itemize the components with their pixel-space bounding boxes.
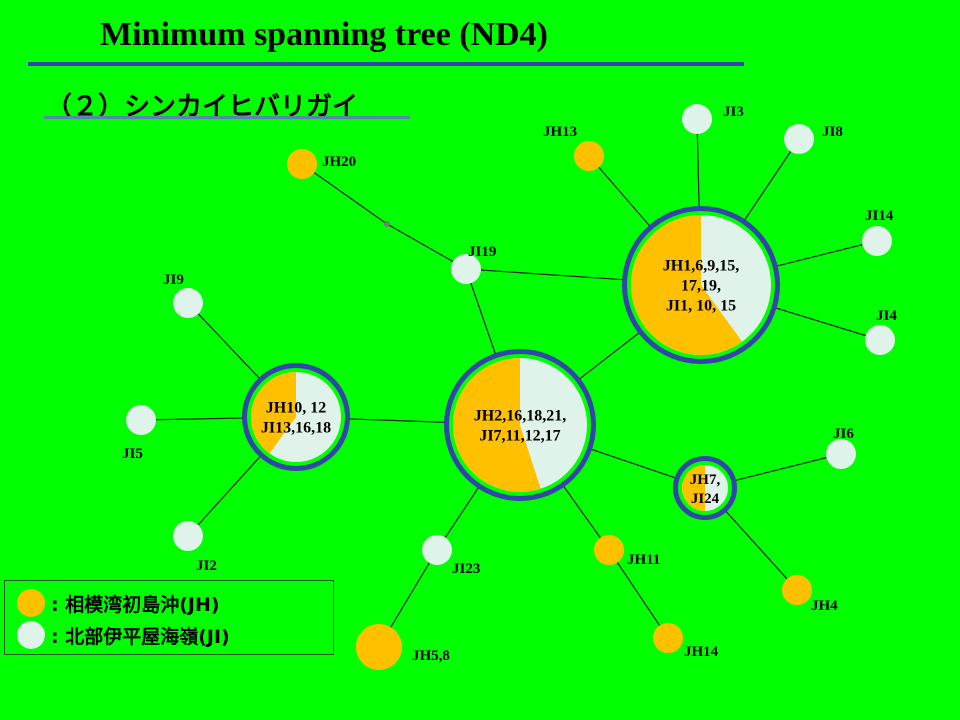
edge-JH11-JH14 <box>608 549 669 639</box>
node-label-JH4: JH4 <box>811 598 838 614</box>
title-underline <box>28 62 744 66</box>
node-JI14 <box>862 226 892 256</box>
node-label-JI2: JI2 <box>196 558 217 574</box>
node-label-JI14: JI14 <box>865 208 894 224</box>
node-JI23 <box>422 535 452 565</box>
node-label-JI8: JI8 <box>822 124 843 140</box>
labels-layer: JH1,6,9,15, 17,19, JI1, 10, 15 JH2,16,18,21… <box>122 104 897 664</box>
pie-label-C1-0: JH1,6,9,15, <box>663 258 739 275</box>
legend-label-ji: : 北部伊平屋海嶺(JI) <box>51 625 230 648</box>
node-JH5_8 <box>356 624 402 670</box>
pie-slice-jh-C4 <box>682 465 705 511</box>
edge-MV-JI19 <box>386 223 467 270</box>
node-JH11 <box>594 535 624 565</box>
node-JI5 <box>126 405 156 435</box>
node-JI19 <box>451 254 481 284</box>
node-label-JH13: JH13 <box>543 124 577 140</box>
edge-JH20-MV <box>301 163 388 225</box>
pie-label-C4-0: JH7, <box>690 472 721 488</box>
node-label-JH20: JH20 <box>322 154 356 170</box>
node-JH20 <box>287 149 317 179</box>
pie-outer-ring-C4 <box>673 456 737 520</box>
node-label-JI6: JI6 <box>833 426 854 442</box>
pie-label-C4-1: JI24 <box>691 491 720 507</box>
ji-swatch-icon <box>17 621 45 649</box>
legend-label-jh: : 相模湾初島沖(JH) <box>51 593 220 616</box>
legend: : 相模湾初島沖(JH) : 北部伊平屋海嶺(JI) <box>4 580 334 655</box>
node-label-JI19: JI19 <box>468 244 496 260</box>
jh-swatch-icon <box>17 589 45 617</box>
node-JH14 <box>653 623 683 653</box>
node-JI2 <box>173 521 203 551</box>
node-label-JH14: JH14 <box>684 644 719 660</box>
node-JI8 <box>784 124 814 154</box>
pie-label-C3-0: JH10, 12 <box>266 400 326 417</box>
node-JI3 <box>682 104 712 134</box>
pie-label-C3-1: JI13,16,18 <box>261 420 331 437</box>
pie-label-C1-1: 17,19, <box>681 278 721 295</box>
node-JH4 <box>782 575 812 605</box>
pie-outer-ring-C3 <box>242 363 350 471</box>
pie-label-C2-1: JI7,11,12,17 <box>479 428 560 445</box>
node-label-JH5_8: JH5,8 <box>412 648 450 664</box>
pie-label-C1-2: JI1, 10, 15 <box>666 298 736 315</box>
node-label-JI9: JI9 <box>163 272 184 288</box>
pie-slice-jh-C2 <box>453 358 541 492</box>
page-title: Minimum spanning tree (ND4) <box>100 16 548 53</box>
node-JI4 <box>865 325 895 355</box>
node-JI9 <box>173 288 203 318</box>
pie-slice-jh-C3 <box>250 372 296 454</box>
subtitle-underline <box>44 116 410 119</box>
node-label-JI5: JI5 <box>122 446 143 462</box>
node-JH13 <box>574 141 604 171</box>
legend-item-ji: : 北部伊平屋海嶺(JI) <box>17 621 230 649</box>
node-label-JI3: JI3 <box>723 104 744 120</box>
pie-slice-jh-C1 <box>631 215 743 355</box>
node-label-JI23: JI23 <box>452 561 480 577</box>
nodes-layer <box>126 104 895 670</box>
pie-outer-ring-C2 <box>444 349 596 501</box>
legend-item-jh: : 相模湾初島沖(JH) <box>17 589 220 617</box>
pie-label-C2-0: JH2,16,18,21, <box>474 408 566 425</box>
median-vector-node <box>384 221 390 227</box>
node-JI6 <box>826 439 856 469</box>
pie-outer-ring-C1 <box>622 206 780 364</box>
node-label-JH11: JH11 <box>627 552 660 568</box>
node-label-JI4: JI4 <box>876 308 897 324</box>
